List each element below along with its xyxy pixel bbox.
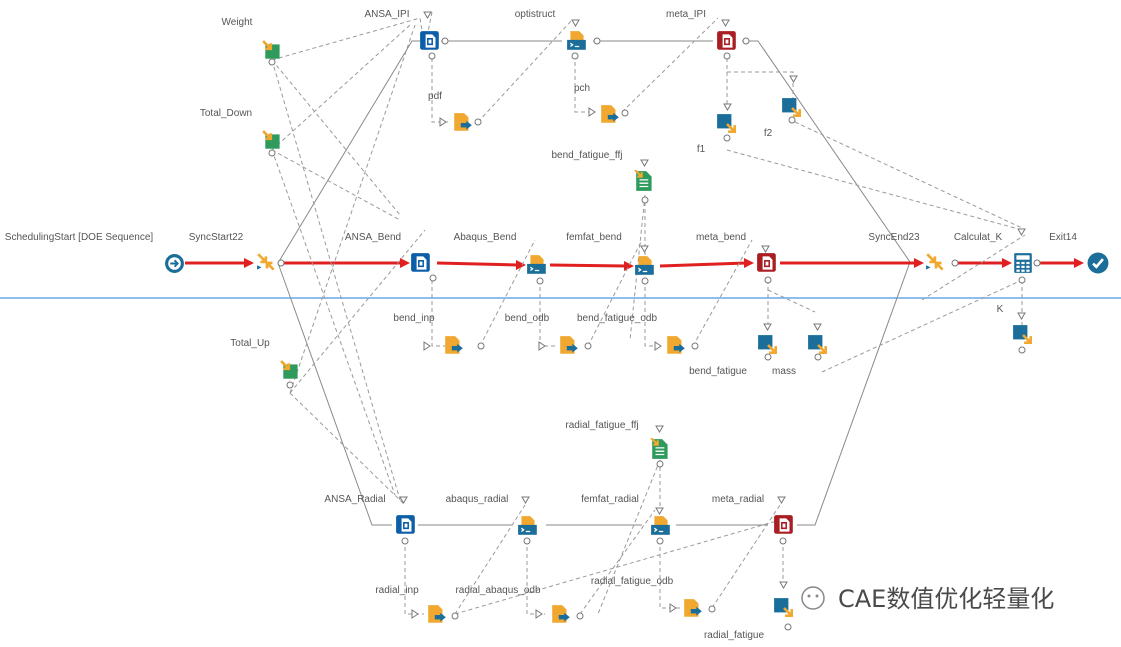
label-femfat-bend: femfat_bend bbox=[566, 232, 622, 243]
label-pdf: pdf bbox=[428, 91, 442, 102]
label-k: K bbox=[997, 304, 1004, 315]
ansa-ipi-node-icon[interactable] bbox=[419, 30, 440, 51]
radial-abaqus-odb-node-icon[interactable] bbox=[552, 605, 570, 623]
radial-fatigue-odb-node-icon[interactable] bbox=[684, 599, 702, 617]
meta-radial-node-icon[interactable] bbox=[773, 514, 794, 535]
label-ansa-bend: ANSA_Bend bbox=[345, 232, 401, 243]
label-total-up: Total_Up bbox=[230, 338, 270, 349]
scheduling-start-icon[interactable] bbox=[164, 253, 185, 274]
f2-node-icon[interactable] bbox=[781, 97, 802, 118]
label-abaqus-bend: Abaqus_Bend bbox=[454, 232, 517, 243]
solid-links bbox=[277, 40, 911, 526]
label-ansa-ipi: ANSA_IPI bbox=[364, 9, 409, 20]
total-down-node-icon[interactable] bbox=[262, 130, 281, 151]
watermark-text: CAE数值优化轻量化 bbox=[838, 585, 1054, 613]
label-radial-inp: radial_inp bbox=[375, 585, 419, 596]
watermark: CAE数值优化轻量化 bbox=[801, 585, 1054, 613]
label-weight: Weight bbox=[222, 17, 253, 28]
radial-fatigue-node-icon[interactable] bbox=[773, 597, 794, 618]
label-calculat-k: Calculat_K bbox=[954, 232, 1003, 243]
label-abaqus-radial: abaqus_radial bbox=[446, 494, 509, 505]
node-labels: Weight Total_Down Total_Up ANSA_IPI opti… bbox=[5, 9, 1078, 641]
radial-inp-node-icon[interactable] bbox=[428, 605, 446, 623]
label-sync-start: SyncStart22 bbox=[189, 232, 244, 243]
abaqus-bend-node-icon[interactable] bbox=[526, 254, 547, 275]
total-up-node-icon[interactable] bbox=[280, 360, 299, 381]
calculator-icon[interactable] bbox=[1014, 253, 1032, 273]
label-bend-inp: bend_inp bbox=[393, 313, 435, 324]
mass-node-icon[interactable] bbox=[807, 334, 828, 355]
label-mass: mass bbox=[772, 366, 796, 377]
radial-fatigue-ffj-node-icon[interactable] bbox=[650, 438, 669, 460]
weight-node-icon[interactable] bbox=[262, 40, 281, 61]
watermark-logo-icon bbox=[801, 586, 825, 610]
label-sync-end: SyncEnd23 bbox=[868, 232, 920, 243]
meta-ipi-node-icon[interactable] bbox=[716, 30, 737, 51]
ansa-bend-node-icon[interactable] bbox=[410, 252, 431, 273]
label-meta-radial: meta_radial bbox=[712, 494, 764, 505]
k-node-icon[interactable] bbox=[1012, 324, 1033, 345]
label-meta-bend: meta_bend bbox=[696, 232, 746, 243]
label-bend-fatigue: bend_fatigue bbox=[689, 366, 747, 377]
label-bend-odb: bend_odb bbox=[505, 313, 550, 324]
label-exit: Exit14 bbox=[1049, 232, 1077, 243]
sync-end-icon[interactable] bbox=[925, 252, 944, 271]
label-ansa-radial: ANSA_Radial bbox=[324, 494, 385, 505]
bend-fatigue-node-icon[interactable] bbox=[757, 334, 778, 355]
label-radial-fatigue-ffj: radial_fatigue_ffj bbox=[565, 420, 638, 431]
bend-odb-node-icon[interactable] bbox=[560, 336, 578, 354]
femfat-radial-node-icon[interactable] bbox=[650, 515, 671, 536]
label-f1: f1 bbox=[697, 144, 706, 155]
label-pch: pch bbox=[574, 83, 590, 94]
label-bend-fatigue-odb: bend_fatigue_odb bbox=[577, 313, 658, 324]
label-scheduling-start: SchedulingStart [DOE Sequence] bbox=[5, 232, 154, 243]
label-bend-fatigue-ffj: bend_fatigue_ffj bbox=[552, 150, 623, 161]
ansa-radial-node-icon[interactable] bbox=[395, 514, 416, 535]
bend-inp-node-icon[interactable] bbox=[445, 336, 463, 354]
f1-node-icon[interactable] bbox=[716, 113, 737, 134]
label-optistruct: optistruct bbox=[515, 9, 556, 20]
label-meta-ipi: meta_IPI bbox=[666, 9, 706, 20]
optistruct-node-icon[interactable] bbox=[566, 30, 587, 51]
node-icons[interactable] bbox=[164, 30, 1109, 623]
abaqus-radial-node-icon[interactable] bbox=[517, 515, 538, 536]
bend-fatigue-ffj-node-icon[interactable] bbox=[634, 170, 653, 192]
pch-node-icon[interactable] bbox=[601, 105, 619, 123]
ports bbox=[268, 11, 1041, 631]
meta-bend-node-icon[interactable] bbox=[756, 252, 777, 273]
label-femfat-radial: femfat_radial bbox=[581, 494, 639, 505]
label-radial-abaqus-odb: radial_abaqus_odb bbox=[455, 585, 541, 596]
label-radial-fatigue: radial_fatigue bbox=[704, 630, 764, 641]
exit-check-icon[interactable] bbox=[1087, 252, 1109, 274]
dashed-links bbox=[271, 11, 1026, 615]
bend-fatigue-odb-node-icon[interactable] bbox=[667, 336, 685, 354]
sync-start-icon[interactable] bbox=[256, 252, 275, 271]
label-f2: f2 bbox=[764, 128, 773, 139]
main-flow bbox=[185, 258, 1084, 271]
pdf-node-icon[interactable] bbox=[454, 113, 472, 131]
label-radial-fatigue-odb: radial_fatigue_odb bbox=[591, 576, 674, 587]
label-total-down: Total_Down bbox=[200, 108, 252, 119]
